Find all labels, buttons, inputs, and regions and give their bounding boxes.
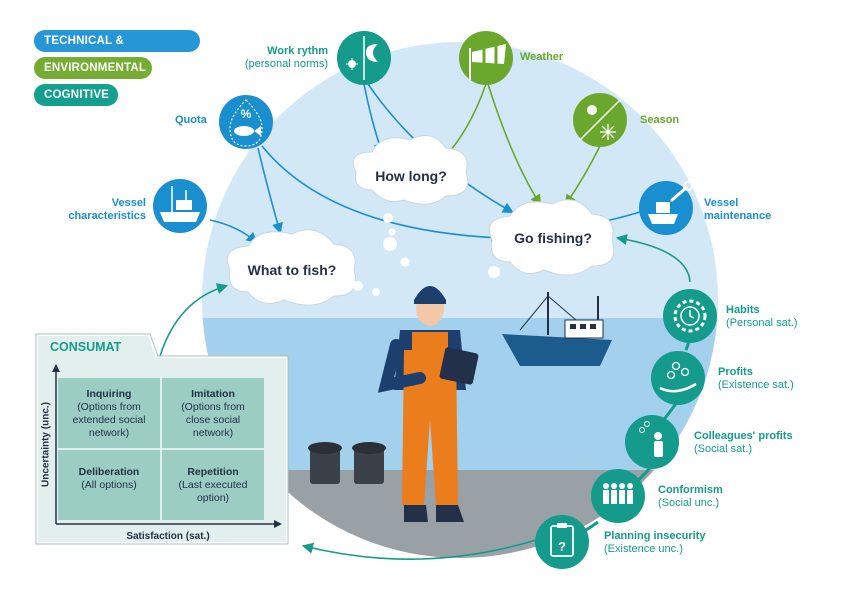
how-long-text: How long?: [356, 168, 466, 184]
quota-fish-icon: %: [219, 95, 273, 149]
work-rythm-label: Work rythm (personal norms): [240, 45, 328, 71]
colleague-coins-icon: [625, 415, 679, 469]
quota-label: Quota: [175, 114, 207, 127]
gear-clock-icon: [663, 289, 717, 343]
windsock-icon: [459, 31, 513, 85]
colleagues-profits-label: Colleagues' profits(Social sat.): [694, 430, 793, 456]
svg-text:?: ?: [558, 539, 566, 554]
profits-subtitle: (Existence sat.): [718, 379, 794, 391]
legend-label: COGNITIVE: [44, 89, 109, 101]
habits-label: Habits(Personal sat.): [726, 304, 798, 330]
weather-label: Weather: [520, 51, 563, 64]
legend-label: ENVIRONMENTAL: [44, 62, 146, 74]
clipboard-question-icon: ?: [535, 515, 589, 569]
planning-insecurity-subtitle: (Existence unc.): [604, 543, 683, 555]
what-to-fish-text: What to fish?: [232, 262, 352, 278]
consumat-y-axis-label: Uncertainty (unc.): [40, 395, 53, 495]
svg-text:%: %: [241, 107, 252, 121]
consumat-x-axis-label: Satisfaction (sat.): [98, 530, 238, 543]
bollard-icon: [352, 442, 386, 484]
habits-subtitle: (Personal sat.): [726, 317, 798, 329]
colleagues-profits-subtitle: (Social sat.): [694, 443, 752, 455]
planning-insecurity-label: Planning insecurity(Existence unc.): [604, 530, 705, 556]
vessel-characteristics-label: Vessel characteristics: [66, 197, 146, 223]
sun-snowflake-icon: [573, 93, 627, 147]
consumat-cell-deliberation: Deliberation (All options): [59, 466, 159, 492]
work-rythm-subtitle: (personal norms): [245, 58, 328, 70]
group-people-icon: [591, 469, 645, 523]
wrench-boat-icon: [639, 181, 693, 235]
conformism-subtitle: (Social unc.): [658, 497, 719, 509]
go-fishing-text: Go fishing?: [494, 230, 612, 246]
coins-hand-icon: [651, 351, 705, 405]
sun-moon-icon: [337, 31, 391, 85]
bollard-icon: [308, 442, 342, 484]
profits-label: Profits(Existence sat.): [718, 366, 794, 392]
conformism-label: Conformism(Social unc.): [658, 484, 723, 510]
consumat-title: CONSUMAT: [50, 341, 121, 354]
legend-cognitive: COGNITIVE: [34, 84, 118, 106]
season-label: Season: [640, 114, 679, 127]
legend-technical-regulation: TECHNICAL & REGULATION: [34, 30, 200, 52]
vessel-icon: [153, 179, 207, 233]
legend-environmental: ENVIRONMENTAL: [34, 57, 152, 79]
vessel-maintenance-label: Vessel maintenance: [704, 197, 771, 223]
